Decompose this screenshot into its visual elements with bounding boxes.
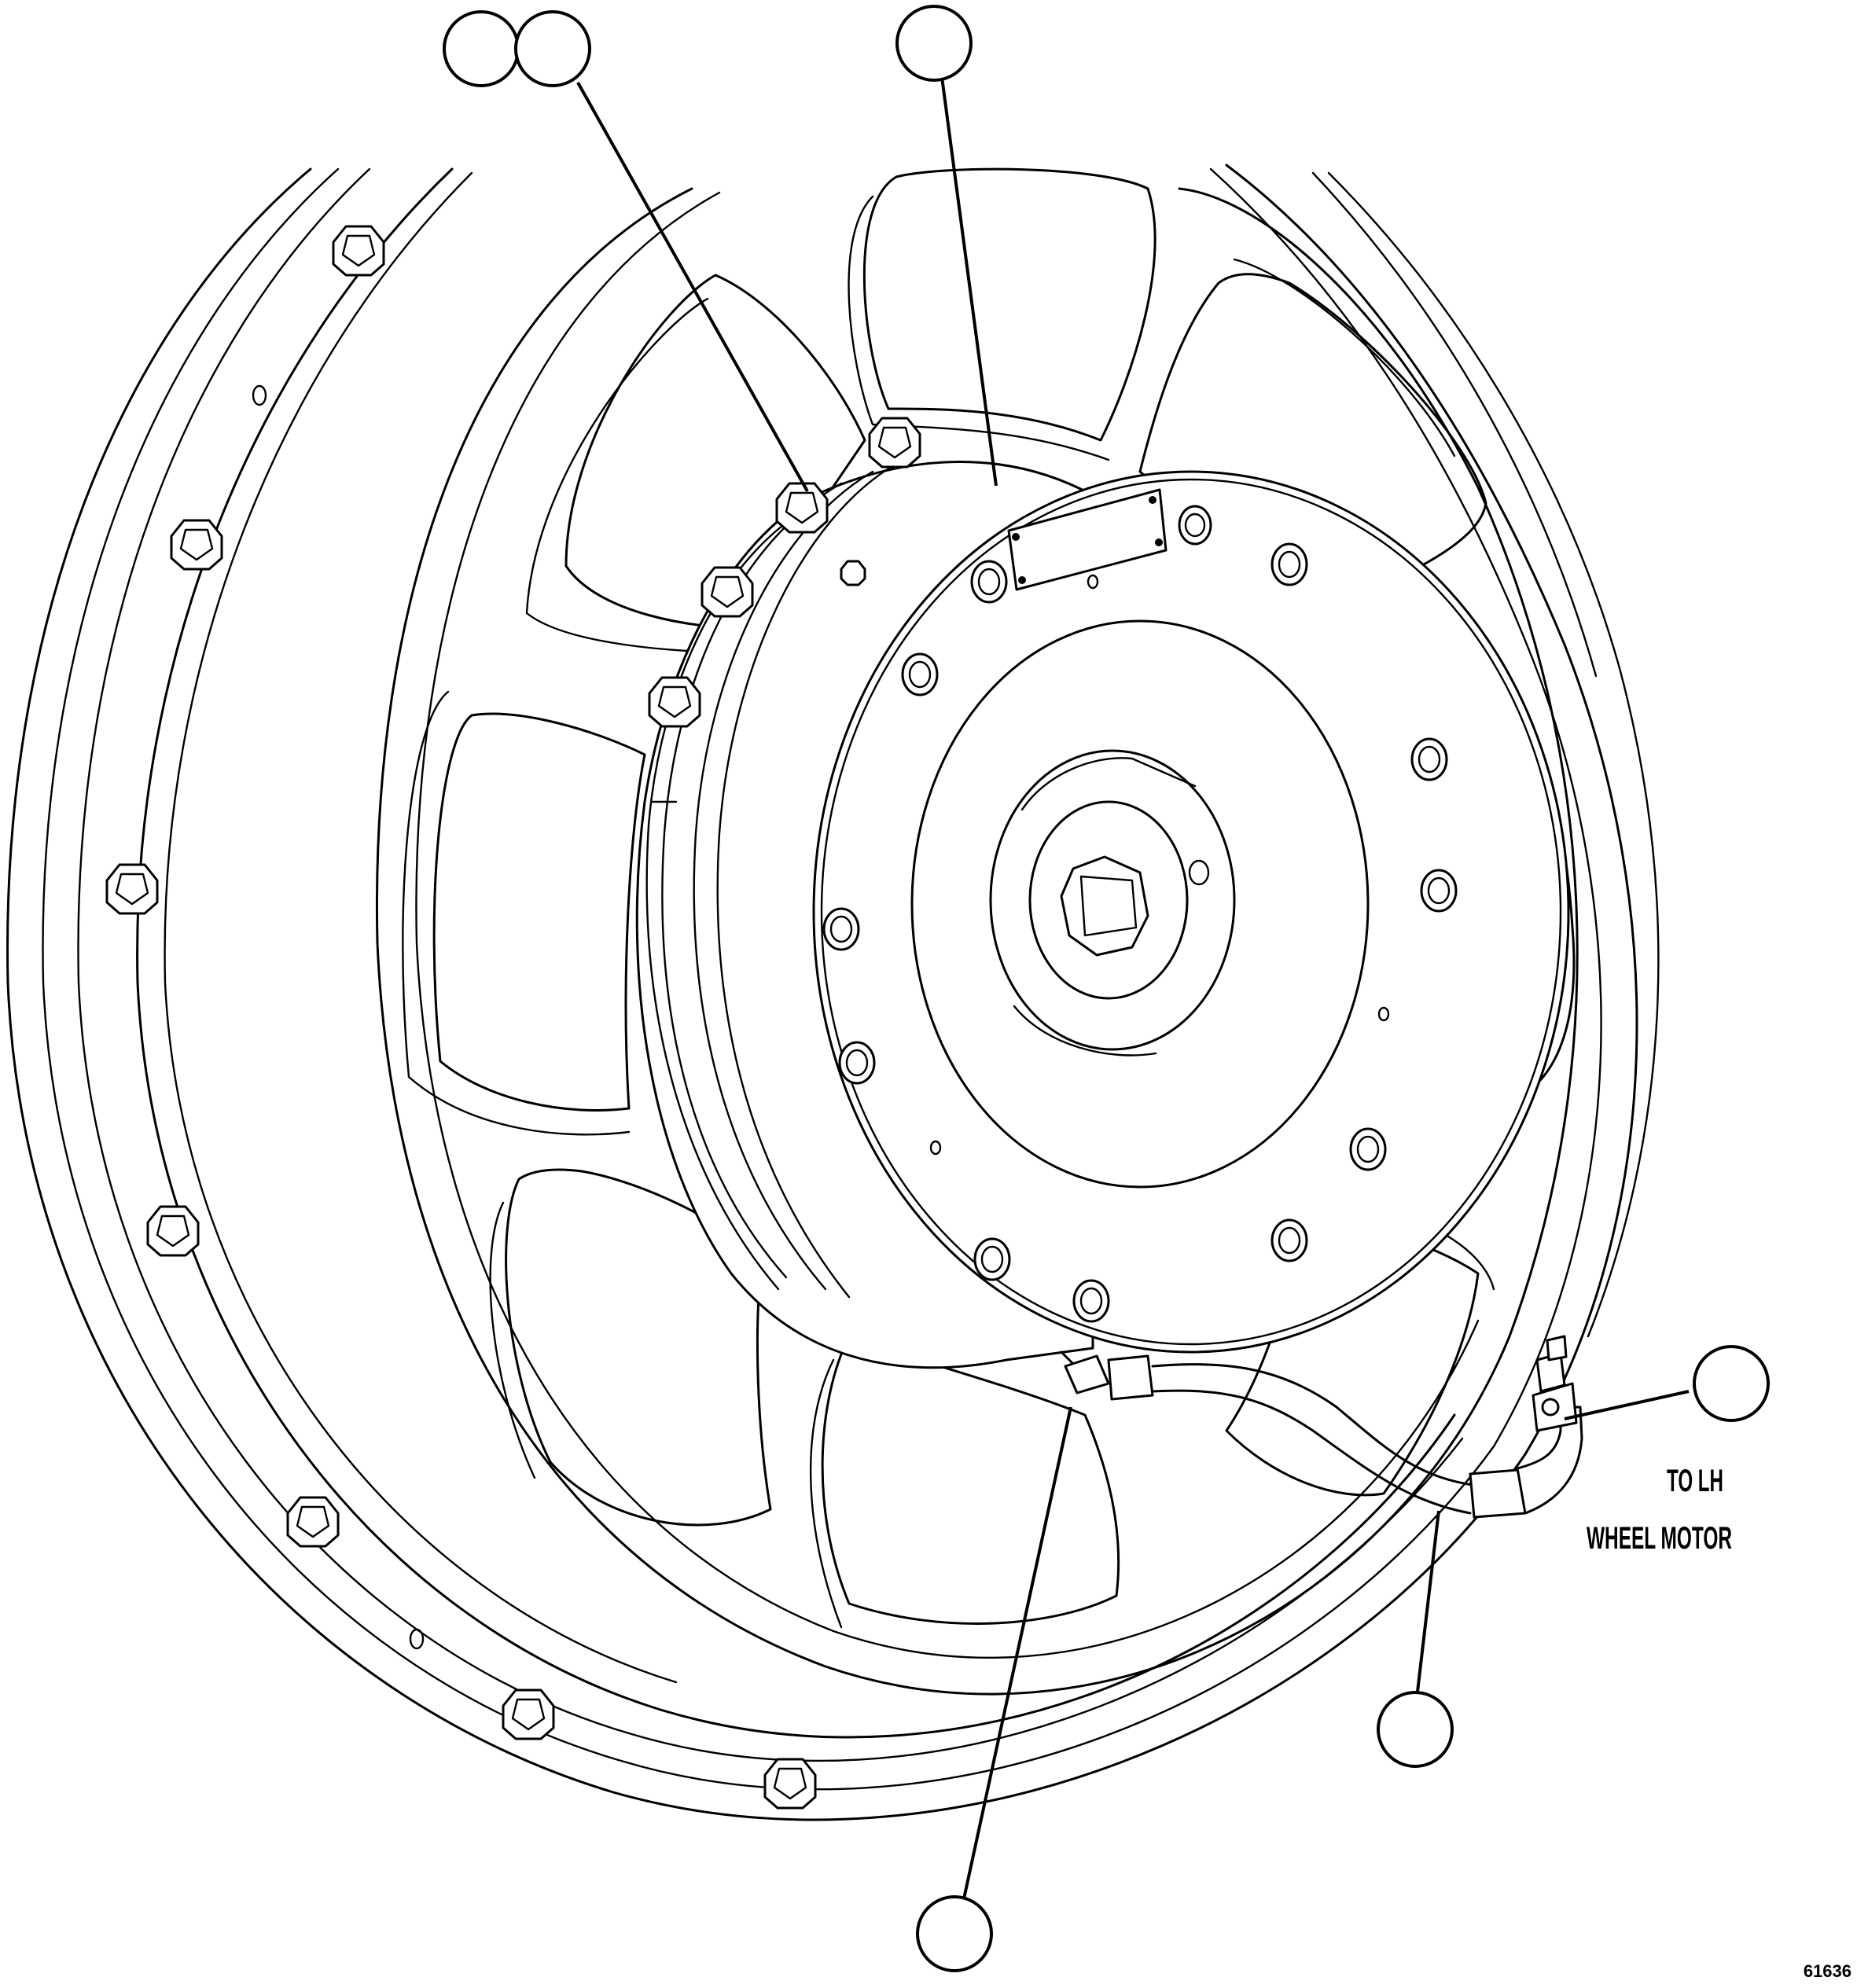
socket-head-bolt-icon xyxy=(1178,505,1212,546)
rim-bolts xyxy=(105,225,817,1810)
hex-bolt-icon xyxy=(502,1689,555,1740)
socket-head-bolt-icon xyxy=(838,1041,876,1085)
callout-balloon xyxy=(916,1895,993,1972)
hose-assembly xyxy=(1060,1335,1583,1519)
callouts xyxy=(443,5,1770,1972)
socket-head-bolt-icon xyxy=(1410,737,1448,781)
tee-fitting-icon xyxy=(1516,1335,1583,1515)
center-nut-icon xyxy=(1060,855,1149,957)
destination-label-line1: TO LH xyxy=(1667,1464,1723,1498)
hex-bolt-icon xyxy=(648,676,701,728)
socket-head-bolt-icon xyxy=(1270,1218,1308,1262)
hex-bolt-icon xyxy=(170,519,223,571)
hex-bolt-icon xyxy=(868,417,921,469)
socket-head-bolt-icon xyxy=(973,1237,1011,1281)
motor-end-cover xyxy=(812,470,1570,1354)
hex-bolt-icon xyxy=(763,1758,817,1810)
cover-bolts xyxy=(822,505,1458,1323)
hex-bolt-icon xyxy=(146,1205,200,1257)
wheel-disc xyxy=(375,167,1579,1696)
destination-label-line2: WHEEL MOTOR xyxy=(1587,1521,1732,1556)
socket-head-bolt-icon xyxy=(970,560,1008,604)
figure-number: 61636 xyxy=(1804,1961,1851,1981)
hex-bolt-icon xyxy=(332,225,385,277)
socket-head-bolt-icon xyxy=(1349,1127,1387,1171)
nut-icon xyxy=(840,560,866,586)
tee-fitting-icon xyxy=(1064,1354,1110,1395)
socket-head-bolt-icon xyxy=(1420,869,1458,913)
socket-head-bolt-icon xyxy=(822,907,860,951)
socket-head-bolt-icon xyxy=(901,652,939,696)
hex-bolt-icon xyxy=(105,863,159,915)
hex-bolt-icon xyxy=(701,566,754,618)
socket-head-bolt-icon xyxy=(1072,1279,1110,1323)
callout-balloon xyxy=(1377,1691,1454,1768)
nameplate xyxy=(1007,488,1168,591)
callout-balloon xyxy=(514,10,591,87)
socket-head-bolt-icon xyxy=(1270,542,1308,586)
callout-balloon xyxy=(443,10,520,87)
flange-bolts xyxy=(648,417,921,728)
hex-bolt-icon xyxy=(775,482,829,534)
hex-bolt-icon xyxy=(286,1496,340,1548)
callout-balloon xyxy=(1693,1345,1770,1422)
callout-balloon xyxy=(895,5,973,82)
